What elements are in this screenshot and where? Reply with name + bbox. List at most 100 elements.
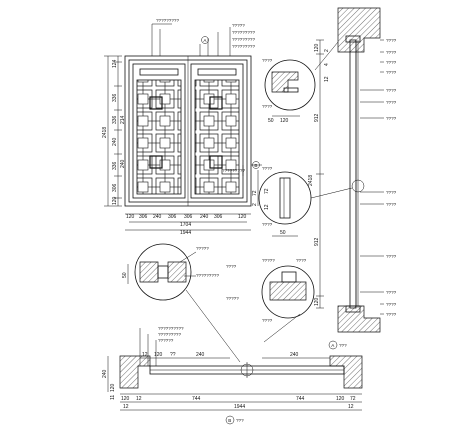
dimension-label: ????	[386, 100, 397, 105]
dimension-label: ????	[386, 116, 397, 121]
dimension-label: 306	[214, 214, 223, 220]
dimension-label: ???	[339, 343, 347, 348]
dimension-label: 72	[264, 188, 270, 194]
dimension-label: 336	[112, 161, 118, 170]
door-total-height: 2418	[102, 127, 108, 138]
left-medallion-bottom	[149, 155, 163, 169]
dimension-label: 120	[121, 396, 130, 402]
dimension-label: ????	[262, 104, 273, 109]
right-lattice	[194, 79, 240, 195]
elevation-right-dims: B 72 2 ?????????	[222, 161, 262, 206]
dimension-label: ????	[386, 254, 397, 259]
dimension-label: ????	[386, 60, 397, 65]
dimension-label: ????	[386, 302, 397, 307]
dimension-label: ????	[386, 88, 397, 93]
dimension-label: ????	[386, 190, 397, 195]
dimension-label: 120	[126, 214, 135, 220]
callout-top-1: ?????????	[156, 18, 179, 23]
dimension-label: ????	[386, 290, 397, 295]
dimension-label: 120	[314, 297, 320, 306]
dimension-label: ????	[386, 202, 397, 207]
elevation-bottom-dims: 120 306 240 306 306 240 306 120 1704 194…	[125, 213, 251, 236]
dimension-label: ?????	[226, 296, 239, 301]
dimension-label: 120	[314, 43, 320, 52]
dimension-label: 120	[280, 118, 289, 124]
right-handle-panel	[197, 68, 237, 76]
section-detail-circle	[351, 179, 365, 193]
right-leaf	[190, 63, 244, 199]
dimension-label: 306	[112, 183, 118, 192]
dimension-label: B	[228, 418, 231, 423]
vertical-section-labels: ???? ???? ???? ???? ???? ???? ???? ???? …	[328, 38, 397, 350]
dimension-label: ????	[262, 318, 273, 323]
dimension-label: 120	[238, 214, 247, 220]
dimension-label: ??	[170, 352, 176, 358]
dimension-label: 50	[122, 272, 128, 278]
dimension-label: 12	[324, 76, 330, 82]
dimension-label: 12	[123, 404, 129, 410]
door-elevation	[124, 55, 252, 207]
section-marker-a-circle	[201, 36, 209, 44]
dimension-label: 240	[153, 214, 162, 220]
dimension-label: ?????????	[196, 273, 219, 278]
section-marker-b-circle	[225, 415, 235, 425]
dimension-label: ????	[386, 50, 397, 55]
dimension-label: 50	[268, 118, 274, 124]
dimension-label: 50	[280, 230, 286, 236]
dimension-label: 120	[154, 352, 163, 358]
door-total-width: 1944	[180, 230, 191, 236]
dimension-label: ????	[386, 312, 397, 317]
dimension-label: A	[331, 343, 335, 348]
dimension-label: 240	[196, 352, 205, 358]
left-medallion-top	[149, 96, 163, 110]
dimension-label: 214	[120, 115, 126, 124]
dimension-label: ??????	[158, 338, 174, 343]
elevation-top-callouts: ????????? ????? ????????? ????????? ????…	[151, 18, 255, 56]
dimension-label: 72	[350, 396, 356, 402]
dimension-label: ????	[262, 222, 273, 227]
dimension-label: 306	[184, 214, 193, 220]
elevation-left-dims: 124 336 336 240 336 306 120 2418 214 240	[102, 55, 126, 207]
dimension-label: ????	[386, 38, 397, 43]
dimension-label: 744	[296, 396, 305, 402]
callout-top-3: ?????????	[232, 30, 255, 35]
dimension-label: 12	[348, 404, 354, 410]
dimension-label: ?????	[196, 246, 209, 251]
dimension-label: 124	[112, 59, 118, 68]
dimension-label: 912	[314, 237, 320, 246]
left-lattice	[136, 79, 182, 195]
dimension-label: ?????????	[158, 332, 181, 337]
dimension-label: ????	[296, 258, 307, 263]
dimension-label: 12	[142, 352, 148, 358]
dimension-label: 2	[252, 203, 258, 206]
dimension-label: ?????	[262, 258, 275, 263]
left-leaf	[132, 63, 186, 199]
dimension-label: 306	[139, 214, 148, 220]
dimension-label: ????	[262, 166, 273, 171]
detail-mid-left: 50 ????? ????????? ???? ?????	[122, 243, 241, 363]
callout-top-4: ?????????	[232, 37, 255, 42]
section-marker-a2-circle	[328, 340, 338, 350]
dimension-label: 72	[252, 190, 258, 196]
dimension-label: 306	[168, 214, 177, 220]
dimension-label: ????	[226, 264, 237, 269]
dimension-label: ??????????	[158, 326, 184, 331]
right-medallion-bottom	[209, 155, 223, 169]
section-total-height: 2418	[308, 175, 314, 186]
dimension-label: 4	[324, 63, 330, 66]
callout-top-5: ?????????	[232, 44, 255, 49]
dimension-label: 240	[290, 352, 299, 358]
section-marker-a: A	[203, 38, 207, 43]
detail-circle-lower: ????? ???? ????	[261, 258, 315, 343]
callout-top-2: ?????	[232, 23, 245, 28]
dimension-label: 240	[200, 214, 209, 220]
dimension-label: 912	[314, 113, 320, 122]
plan-section: ?????????? ????????? ?????? 12 120 ?? 24…	[102, 326, 363, 425]
door-leaf-section	[349, 39, 357, 309]
dimension-label: 120	[110, 383, 116, 392]
dimension-label: ????	[386, 70, 397, 75]
callout-mid: ?????????	[222, 168, 245, 173]
right-medallion-top	[209, 96, 223, 110]
dimension-label: 336	[112, 115, 118, 124]
